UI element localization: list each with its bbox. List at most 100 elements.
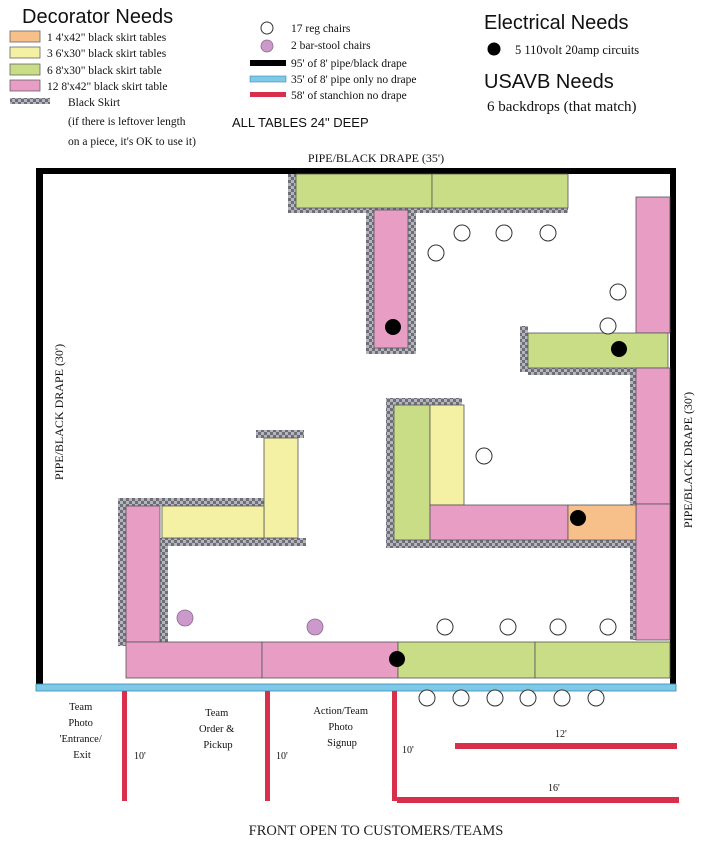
pink-table	[429, 504, 569, 541]
decorator-needs-title: Decorator Needs	[22, 6, 173, 28]
skirt-segment	[160, 538, 306, 546]
circuit-icon	[385, 319, 401, 335]
orange-table-label: 1 4'x42" black skirt tables	[47, 32, 167, 44]
skirt-segment	[160, 538, 168, 642]
pink-table	[125, 641, 263, 679]
tables	[125, 173, 671, 679]
green-table-label: 6 8'x30" black skirt table	[47, 65, 162, 77]
skirt-note-line-1: (if there is leftover length	[68, 116, 186, 128]
reg-chair-icon	[452, 689, 470, 707]
green-table	[397, 641, 536, 679]
reg-chair-icon	[553, 689, 571, 707]
reg-chair-icon	[609, 283, 627, 301]
skirt-label: Black Skirt	[68, 97, 121, 109]
length-label: 12'	[555, 729, 567, 740]
length-label: 16'	[548, 783, 560, 794]
bar-stool-icon	[176, 609, 194, 627]
skirt-segment	[288, 207, 568, 213]
skirt-segment	[520, 326, 528, 372]
zone-order-label: Team Order & Pickup	[199, 708, 237, 751]
reg-chairs-label: 17 reg chairs	[291, 23, 351, 35]
top-wall-label: PIPE/BLACK DRAPE (35')	[308, 151, 444, 165]
length-label: 10'	[402, 745, 414, 756]
skirt-segment	[386, 398, 462, 405]
pink-table	[261, 641, 399, 679]
stanchion-line	[392, 691, 397, 801]
reg-chair-icon	[436, 618, 454, 636]
pink-table	[635, 367, 671, 505]
skirt-segment	[528, 368, 638, 375]
stanchions	[122, 691, 679, 803]
stanchion-line	[265, 691, 270, 801]
chairs	[176, 224, 627, 707]
stanchion-line	[455, 743, 677, 749]
right-wall-label: PIPE/BLACK DRAPE (30')	[681, 392, 695, 528]
bar-stool-icon	[306, 618, 324, 636]
reg-chair-icon	[453, 224, 471, 242]
green-swatch	[9, 63, 41, 76]
skirt-segment	[288, 174, 296, 210]
zone-entrance-label: Team Photo 'Entrance/ Exit	[60, 702, 105, 761]
length-label: 10'	[134, 751, 146, 762]
left-wall-drape	[36, 168, 43, 686]
stanchion-swatch	[250, 92, 286, 97]
length-label: 10'	[276, 751, 288, 762]
stool-chairs-label: 2 bar-stool chairs	[291, 40, 371, 52]
walls: PIPE/BLACK DRAPE (35') PIPE/BLACK DRAPE …	[35, 151, 695, 692]
circuit-icon	[487, 42, 501, 56]
skirt-swatch	[10, 98, 50, 104]
yellow-table	[161, 505, 265, 539]
yellow-swatch	[9, 46, 41, 59]
skirts	[118, 174, 638, 646]
front-open-label: FRONT OPEN TO CUSTOMERS/TEAMS	[249, 823, 504, 839]
green-table	[534, 641, 671, 679]
green-table	[393, 404, 431, 541]
orange-swatch	[9, 30, 41, 43]
pipe-drape-swatch	[250, 60, 286, 66]
left-wall-label: PIPE/BLACK DRAPE (30')	[52, 344, 66, 480]
skirt-segment	[256, 430, 304, 438]
reg-chair-icon	[549, 618, 567, 636]
electrical-legend: Electrical Needs 5 110volt 20amp circuit…	[484, 12, 639, 115]
skirt-segment	[408, 210, 416, 354]
yellow-table-label: 3 6'x30" black skirt tables	[47, 48, 167, 60]
decorator-legend: Decorator Needs 1 4'x42" black skirt tab…	[9, 6, 196, 148]
reg-chair-icon	[475, 447, 493, 465]
pink-table	[635, 503, 671, 641]
reg-chair-icon	[599, 618, 617, 636]
front-zones: Team Photo 'Entrance/ Exit Team Order & …	[60, 702, 567, 839]
pipe-drape-label: 95' of 8' pipe/black drape	[291, 58, 407, 70]
yellow-table	[429, 404, 465, 506]
circuit-icon	[570, 510, 586, 526]
electrical-outlets	[385, 319, 627, 667]
tables-depth-note: ALL TABLES 24" DEEP	[232, 115, 369, 130]
top-wall-drape	[36, 168, 676, 174]
yellow-table	[263, 437, 299, 539]
reg-chair-icon	[519, 689, 537, 707]
pipe-only-label: 35' of 8' pipe only no drape	[291, 74, 417, 86]
skirt-segment	[118, 498, 264, 506]
reg-chair-icon	[495, 224, 513, 242]
green-table	[431, 173, 569, 209]
reg-chair-icon	[599, 317, 617, 335]
reg-chair-icon	[539, 224, 557, 242]
right-wall-drape	[670, 168, 676, 686]
skirt-segment	[366, 348, 416, 354]
stanchion-line	[122, 691, 127, 801]
circuits-label: 5 110volt 20amp circuits	[515, 43, 639, 57]
pink-table-label: 12 8'x42" black skirt table	[47, 81, 167, 93]
green-table	[295, 173, 433, 209]
skirt-segment	[630, 368, 638, 640]
reg-chair-icon	[418, 689, 436, 707]
usavb-needs-title: USAVB Needs	[484, 71, 614, 93]
pink-table	[125, 505, 161, 643]
circuit-icon	[389, 651, 405, 667]
front-pipe-only	[35, 683, 677, 692]
skirt-segment	[386, 540, 632, 548]
reg-chair-icon	[486, 689, 504, 707]
skirt-note-line-2: on a piece, it's OK to use it)	[68, 136, 196, 148]
pipe-only-swatch	[249, 75, 287, 83]
reg-chair-icon	[499, 618, 517, 636]
skirt-segment	[118, 498, 126, 646]
